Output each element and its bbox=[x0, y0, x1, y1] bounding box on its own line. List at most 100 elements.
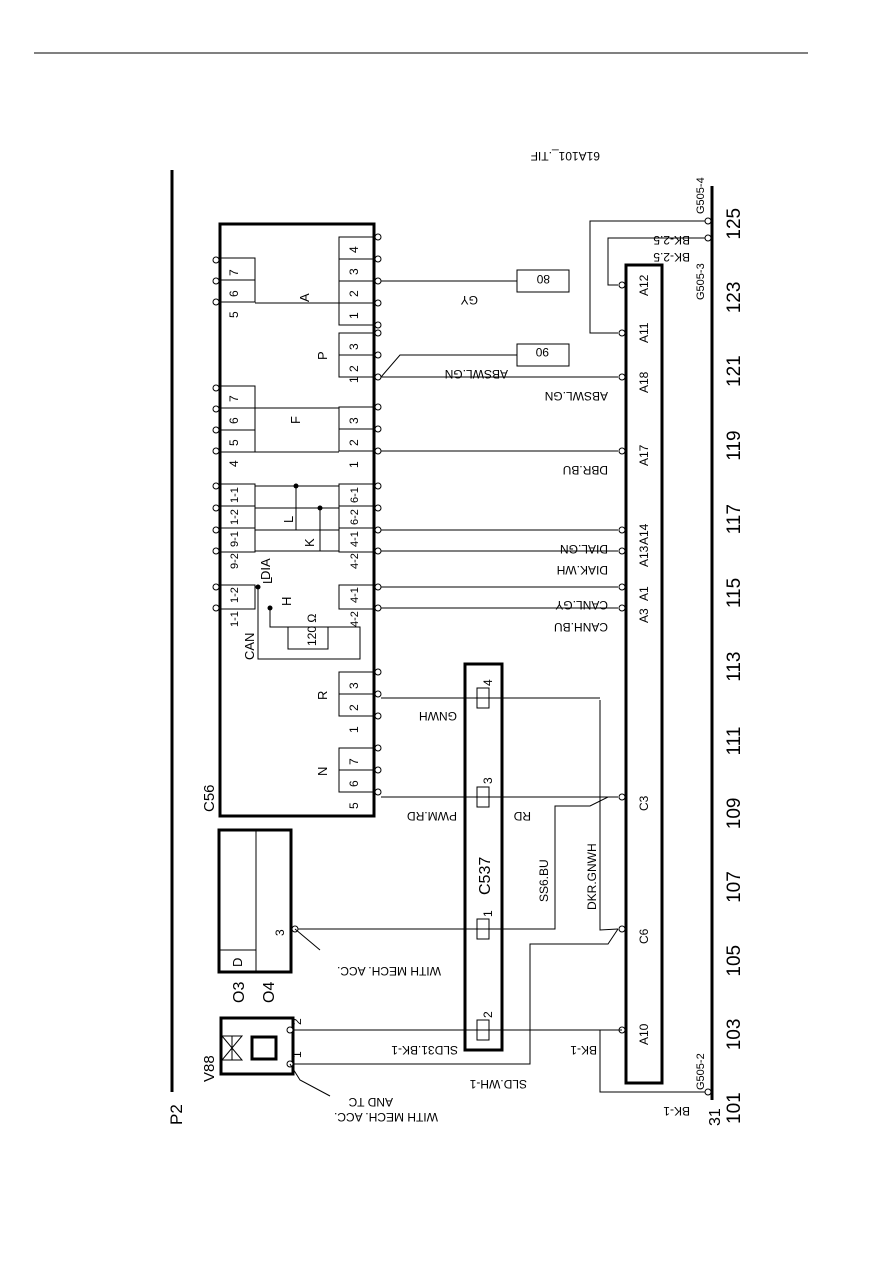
scale-number: 115 bbox=[724, 578, 745, 608]
svg-text:6-2: 6-2 bbox=[349, 509, 361, 525]
wire-pwm: PWM.RD bbox=[407, 809, 457, 823]
group-a-label: A bbox=[297, 293, 312, 302]
svg-text:A1: A1 bbox=[637, 586, 651, 601]
c56-label: C56 bbox=[201, 784, 218, 812]
scale-number: 111 bbox=[724, 727, 745, 756]
group-r-label: R bbox=[315, 691, 330, 700]
component-o-box: D 3 O3 O4 bbox=[217, 828, 299, 1003]
svg-text:C3: C3 bbox=[637, 795, 651, 811]
svg-text:3: 3 bbox=[347, 343, 361, 350]
svg-text:A3: A3 bbox=[637, 608, 651, 623]
scale-number: 105 bbox=[724, 945, 745, 977]
wire-canh: CANH.BU bbox=[554, 620, 608, 634]
wire-abswl-2: ABSWL.GN bbox=[445, 367, 508, 381]
group-k-label: K bbox=[302, 538, 317, 547]
svg-text:1-2: 1-2 bbox=[229, 509, 241, 525]
svg-text:5: 5 bbox=[227, 439, 241, 446]
svg-text:4: 4 bbox=[481, 679, 495, 686]
svg-text:5: 5 bbox=[227, 311, 241, 318]
svg-text:1: 1 bbox=[347, 312, 361, 319]
c537-pin-3: 3 bbox=[476, 777, 495, 808]
ref-box-80: 80 bbox=[516, 269, 570, 293]
svg-text:2: 2 bbox=[347, 439, 361, 446]
group-f-label: F bbox=[288, 416, 303, 424]
wires bbox=[255, 220, 708, 1097]
svg-text:1-1: 1-1 bbox=[229, 611, 241, 627]
group-l2-label: L bbox=[260, 577, 275, 584]
group-dia-label: DIA bbox=[258, 558, 273, 580]
svg-text:A17: A17 bbox=[637, 444, 651, 466]
component-c537: C537 2 1 3 4 bbox=[463, 662, 504, 1052]
wire-dkr: DKR.GNWH bbox=[585, 843, 599, 910]
wire-canl: CANL.GY bbox=[555, 598, 608, 612]
wire-sld31: SLD31.BK-1 bbox=[391, 1043, 458, 1057]
scale-number: 113 bbox=[724, 652, 745, 682]
wire-bk1-b: BK-1 bbox=[663, 1104, 690, 1118]
svg-text:5: 5 bbox=[347, 802, 361, 809]
scale-number: 101 bbox=[724, 1092, 745, 1124]
svg-text:7: 7 bbox=[347, 758, 361, 765]
scale-number: 121 bbox=[724, 355, 745, 387]
svg-text:C6: C6 bbox=[637, 928, 651, 944]
wire-gnwh: GNWH bbox=[419, 709, 457, 723]
scale-number: 117 bbox=[724, 504, 745, 534]
wire-ss6: SS6.BU bbox=[537, 859, 551, 902]
svg-text:80: 80 bbox=[536, 272, 550, 286]
svg-text:4-2: 4-2 bbox=[349, 611, 361, 627]
scale-number: 123 bbox=[724, 282, 745, 314]
scale-number: 119 bbox=[724, 430, 745, 460]
svg-text:7: 7 bbox=[227, 269, 241, 276]
svg-text:90: 90 bbox=[535, 345, 549, 359]
g505-3-label: G505-3 bbox=[695, 263, 707, 300]
svg-text:A18: A18 bbox=[637, 371, 651, 393]
g505-4-label: G505-4 bbox=[695, 177, 707, 214]
v88-pin1-label: 1 bbox=[290, 1051, 304, 1058]
component-c56: C56 5 6 7 4 5 6 7 1-1 1-2 9-1 9-2 1-2 bbox=[201, 222, 382, 818]
v88-label: V88 bbox=[201, 1055, 218, 1082]
svg-text:2: 2 bbox=[347, 290, 361, 297]
o4-label: O4 bbox=[261, 982, 278, 1003]
ground-31-label: 31 bbox=[707, 1108, 724, 1126]
resistor-label: 120 Ω bbox=[305, 614, 319, 646]
svg-text:1: 1 bbox=[347, 726, 361, 733]
svg-text:4: 4 bbox=[227, 460, 241, 467]
svg-text:4-2: 4-2 bbox=[349, 553, 361, 569]
wire-sldwh: SLD.WH-1 bbox=[469, 1077, 527, 1091]
scale-number: 125 bbox=[724, 208, 745, 240]
wire-with-mech-1: WITH MECH. ACC. bbox=[334, 1110, 438, 1124]
g505-2-label: G505-2 bbox=[695, 1053, 707, 1090]
svg-text:4: 4 bbox=[347, 246, 361, 253]
o3-label: O3 bbox=[231, 982, 248, 1003]
wire-with-mech-2: WITH MECH. ACC. bbox=[337, 964, 441, 978]
wire-dialgn: DIAL.GN bbox=[560, 542, 608, 556]
wire-diakwh: DIAK.WH bbox=[557, 563, 608, 577]
sheet-label: P2 bbox=[167, 1104, 186, 1125]
c56-top-pins bbox=[212, 256, 220, 612]
svg-text:6-1: 6-1 bbox=[349, 487, 361, 503]
scale-number: 109 bbox=[724, 797, 745, 829]
scale-number: 107 bbox=[724, 871, 745, 903]
svg-text:3: 3 bbox=[347, 417, 361, 424]
scale-number: 103 bbox=[724, 1019, 745, 1051]
svg-text:3: 3 bbox=[347, 682, 361, 689]
svg-text:9-1: 9-1 bbox=[229, 531, 241, 547]
svg-text:1-2: 1-2 bbox=[229, 587, 241, 603]
c537-pin-4: 4 bbox=[476, 679, 495, 709]
ref-box-90: 90 bbox=[516, 343, 570, 367]
wire-dbrbu: DBR.BU bbox=[563, 463, 608, 477]
component-v88: V88 1 2 bbox=[201, 1016, 304, 1082]
svg-text:2: 2 bbox=[347, 704, 361, 711]
group-l-label: L bbox=[281, 516, 296, 523]
group-p-label: P bbox=[315, 351, 330, 360]
scale-numbers: 101 103 105 107 109 111 113 115 117 119 121 123 125 bbox=[724, 208, 745, 1124]
svg-text:7: 7 bbox=[227, 395, 241, 402]
resistor-120 bbox=[287, 626, 329, 650]
svg-text:3: 3 bbox=[481, 777, 495, 784]
group-h-label: H bbox=[279, 597, 294, 606]
group-n-label: N bbox=[315, 767, 330, 776]
o-box-pin: 3 bbox=[273, 929, 287, 936]
svg-text:1-1: 1-1 bbox=[229, 487, 241, 503]
svg-text:6: 6 bbox=[227, 290, 241, 297]
c537-pin-1: 1 bbox=[476, 910, 495, 940]
svg-text:6: 6 bbox=[347, 780, 361, 787]
